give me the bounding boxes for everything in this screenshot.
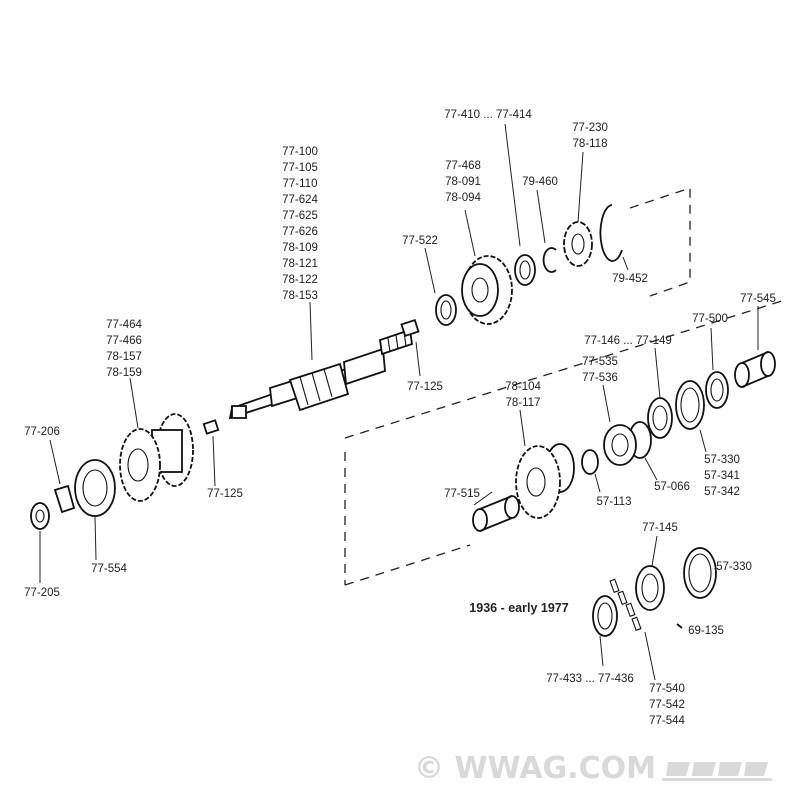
label-78-153: 78-153 [282, 290, 318, 302]
gear-77-468-part [461, 255, 513, 325]
label-79-452: 79-452 [612, 273, 648, 285]
leader-lines [39, 123, 759, 681]
washer-77-500-part [705, 371, 729, 409]
label-77-146-149: 77-146 ... 77-149 [584, 335, 672, 347]
label-77-545: 77-545 [740, 293, 776, 305]
shaft-77-515-part [472, 495, 520, 532]
shaft-77-545-part [734, 351, 776, 388]
seal-57-330b-part [683, 547, 717, 599]
label-78-159: 78-159 [106, 367, 142, 379]
label-77-230: 77-230 [572, 122, 608, 134]
label-78-118: 78-118 [573, 138, 608, 150]
label-77-468: 77-468 [445, 160, 481, 172]
label-77-100: 77-100 [282, 146, 318, 158]
dashed-group-outline [344, 187, 786, 586]
retaining-ring-79-452-part [599, 204, 623, 262]
watermark-text: © WWAG.COM [414, 751, 656, 786]
label-77-410-414: 77-410 ... 77-414 [444, 109, 532, 121]
label-78-109: 78-109 [282, 242, 318, 254]
label-77-125-upper: 77-125 [407, 381, 443, 393]
label-77-540: 77-540 [649, 683, 685, 695]
watermark: © WWAG.COM [414, 751, 772, 786]
label-78-104: 78-104 [505, 381, 541, 393]
label-77-466: 77-466 [106, 335, 142, 347]
gear-78-104-part [515, 443, 575, 519]
label-57-066: 57-066 [654, 481, 690, 493]
label-69-135: 69-135 [688, 625, 724, 637]
label-77-145: 77-145 [642, 522, 678, 534]
spacer-57-113-part [581, 449, 599, 475]
caption-year-range: 1936 - early 1977 [469, 601, 568, 615]
label-78-094: 78-094 [445, 192, 481, 204]
label-77-626: 77-626 [282, 226, 318, 238]
label-77-542: 77-542 [649, 699, 685, 711]
label-77-625: 77-625 [282, 210, 318, 222]
nut-77-230-part [563, 221, 593, 267]
label-77-554: 77-554 [91, 563, 127, 575]
label-78-122: 78-122 [282, 274, 318, 286]
label-77-624: 77-624 [282, 194, 318, 206]
nut-77-205-part [30, 502, 50, 530]
label-78-121: 78-121 [282, 258, 318, 270]
washer-77-145-part [635, 565, 665, 611]
label-77-535: 77-535 [582, 356, 618, 368]
washer-77-554-part [74, 459, 116, 517]
bushing-part [202, 318, 420, 435]
pin-69-135-part [676, 623, 683, 629]
race-77-433-part [592, 595, 618, 637]
clip-79-460-part [542, 247, 557, 273]
label-57-342: 57-342 [704, 486, 740, 498]
bushing-77-522-part [435, 294, 457, 326]
label-77-205: 77-205 [24, 587, 60, 599]
label-57-330-upper: 57-330 [704, 454, 740, 466]
label-77-464: 77-464 [106, 319, 142, 331]
label-77-433-436: 77-433 ... 77-436 [546, 673, 634, 685]
mainshaft-part [228, 328, 413, 420]
label-79-460: 79-460 [522, 176, 558, 188]
gear-77-464-part [119, 413, 194, 502]
seal-57-330-part [675, 380, 705, 430]
label-78-157: 78-157 [106, 351, 142, 363]
bearing-77-535-part [603, 424, 637, 466]
label-77-522: 77-522 [402, 235, 438, 247]
label-77-110: 77-110 [283, 178, 318, 190]
label-78-091: 78-091 [445, 176, 481, 188]
label-77-206: 77-206 [24, 426, 60, 438]
label-57-113: 57-113 [597, 496, 632, 508]
wwag-logo-icon [662, 762, 772, 781]
washer-77-410-part [514, 254, 536, 286]
label-57-330-lower: 57-330 [716, 561, 752, 573]
label-77-536: 77-536 [582, 372, 618, 384]
part-number-labels: 77-100 77-105 77-110 77-624 77-625 77-62… [24, 109, 776, 727]
roller-bearing-77-540-part [609, 578, 642, 632]
lockplate-77-206-part [53, 484, 76, 514]
label-77-544: 77-544 [649, 715, 685, 727]
label-78-117: 78-117 [506, 397, 541, 409]
label-77-125-lower: 77-125 [207, 488, 243, 500]
label-77-500: 77-500 [692, 313, 728, 325]
label-77-105: 77-105 [282, 162, 318, 174]
label-77-515: 77-515 [444, 488, 480, 500]
label-57-341: 57-341 [704, 470, 740, 482]
spacer-77-146-part [647, 397, 673, 439]
